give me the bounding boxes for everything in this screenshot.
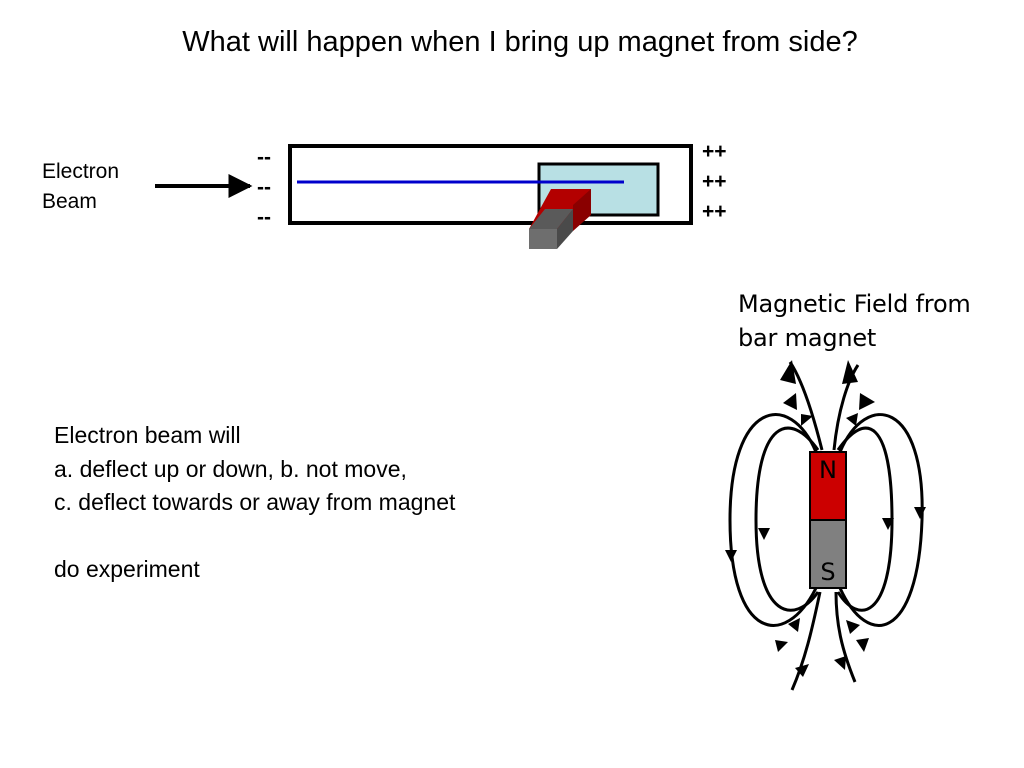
field-line — [790, 591, 822, 691]
negative-charge: -- — [257, 176, 271, 199]
north-pole — [809, 451, 847, 521]
positive-plate-charges: ++ ++ ++ — [702, 137, 727, 227]
field-line — [838, 413, 924, 627]
negative-charge: -- — [257, 206, 271, 229]
field-arrowhead — [856, 638, 869, 652]
positive-charge: ++ — [702, 140, 727, 163]
south-pole — [809, 519, 847, 589]
question-option-line: a. deflect up or down, b. not move, — [54, 455, 407, 482]
field-line — [728, 413, 818, 627]
field-arrowhead — [758, 528, 770, 540]
field-line — [834, 591, 857, 683]
electron-beam-label-line1: Electron — [42, 160, 120, 183]
electron-beam-label-line2: Beam — [42, 190, 97, 213]
field-line-arrowheads — [725, 360, 926, 677]
field-arrowhead — [801, 414, 813, 426]
field-arrowhead — [859, 393, 875, 410]
experiment-instruction: do experiment — [54, 556, 200, 582]
field-line — [754, 426, 820, 612]
field-arrowhead — [882, 518, 894, 530]
field-arrowhead — [914, 507, 926, 519]
south-pole-label: S — [820, 558, 835, 586]
field-arrowhead — [842, 360, 858, 384]
bar-magnet: N S — [809, 451, 847, 589]
magnetic-field-caption-line1: Magnetic Field from — [738, 290, 971, 318]
field-arrowhead — [775, 640, 788, 652]
positive-charge: ++ — [702, 170, 727, 193]
field-line — [788, 361, 824, 451]
question-text: Electron beam will a. deflect up or down… — [54, 419, 455, 587]
field-arrowhead — [795, 664, 809, 677]
small-magnet-gray-front — [529, 229, 557, 249]
question-option-line: c. deflect towards or away from magnet — [54, 489, 456, 515]
field-line — [832, 364, 860, 451]
small-magnet-gray-top — [529, 209, 573, 229]
magnetic-field-caption-line2: bar magnet — [738, 324, 877, 352]
question-line: Electron beam will — [54, 422, 241, 448]
small-magnet-gray-side — [557, 209, 573, 249]
slide-title: What will happen when I bring up magnet … — [182, 26, 858, 58]
small-bar-magnet — [529, 189, 591, 249]
small-magnet-red-side — [573, 189, 591, 231]
field-arrowhead — [780, 360, 796, 384]
negative-charge: -- — [257, 146, 271, 169]
north-pole-label: N — [819, 456, 837, 484]
field-arrowhead — [846, 413, 858, 426]
magnetic-field-caption: Magnetic Field from bar magnet — [738, 287, 971, 355]
field-arrowhead — [834, 656, 846, 670]
electron-beam-label: Electron Beam — [42, 157, 119, 217]
negative-plate-charges: -- -- -- — [257, 143, 271, 233]
field-arrowhead — [788, 618, 800, 632]
field-arrowhead — [783, 393, 797, 410]
positive-charge: ++ — [702, 200, 727, 223]
field-arrowhead — [725, 550, 737, 562]
field-arrowhead — [846, 620, 860, 634]
